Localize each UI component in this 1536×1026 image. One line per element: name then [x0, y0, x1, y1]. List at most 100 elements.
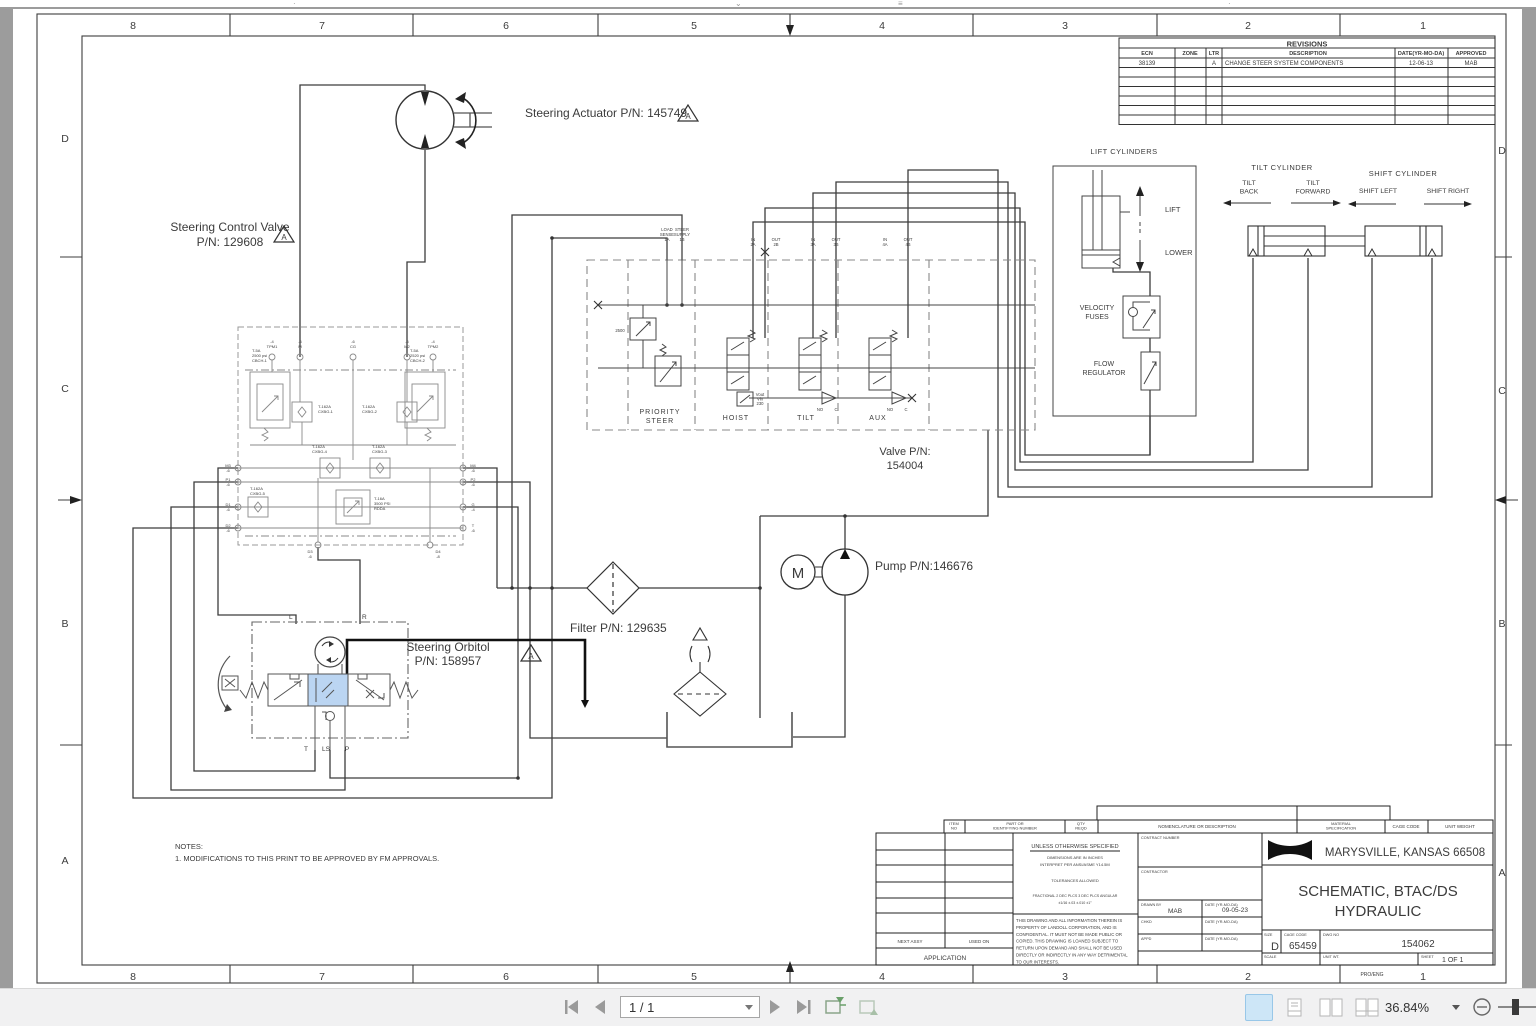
svg-text:T: T	[304, 746, 308, 753]
toolbar-fragment: ·	[1228, 0, 1231, 8]
sheet-value: 1 OF 1	[1442, 957, 1464, 964]
svg-text:C: C	[61, 383, 69, 395]
browser-toolbar-edge: · ⌄ ≡ ·	[0, 0, 1536, 8]
page-dropdown-caret[interactable]	[745, 1005, 753, 1010]
revision-date: 12-06-13	[1409, 61, 1434, 67]
next-view-button[interactable]	[859, 1000, 878, 1015]
revisions-title: REVISIONS	[1287, 40, 1328, 49]
page-number-input[interactable]: 1 / 1	[620, 996, 760, 1018]
steering-orbitol-group: L R	[217, 614, 589, 753]
motor-m: M	[792, 565, 805, 582]
next-page-button[interactable]	[770, 1000, 780, 1014]
zoom-dropdown-caret[interactable]	[1452, 1005, 1460, 1010]
flag-a-control-valve: A	[272, 224, 296, 243]
svg-text:D1-6: D1-6	[225, 502, 231, 512]
pdf-toolbar: 1 / 1 36.84%	[0, 988, 1536, 1026]
zone-labels: 8 7 6 5 4 3 2 1 8 7 6 5 4 3 2 1 D C B A …	[61, 20, 1506, 983]
svg-text:L: L	[289, 614, 293, 621]
dwg-no-value: 154062	[1401, 939, 1435, 950]
col-description: DESCRIPTION	[1289, 51, 1327, 57]
svg-text:D3-6: D3-6	[307, 549, 313, 559]
drawing-sheet	[13, 9, 1522, 988]
svg-text:LIFT: LIFT	[1165, 205, 1181, 214]
svg-text:APPD: APPD	[1141, 937, 1152, 941]
svg-text:A: A	[685, 112, 691, 121]
two-page-view-button[interactable]	[1319, 998, 1343, 1017]
zoom-slider[interactable]	[1498, 999, 1536, 1015]
svg-text:R: R	[362, 614, 367, 621]
svg-text:-6M2: -6M2	[404, 339, 410, 349]
tank-symbol	[666, 712, 793, 748]
svg-text:2: 2	[1245, 20, 1251, 32]
svg-text:UNIT WT.: UNIT WT.	[1323, 955, 1339, 959]
valve-pn-label: Valve P/N:	[879, 446, 930, 458]
svg-text:D4-8: D4-8	[435, 549, 441, 559]
svg-text:DATE (YR-MO-DA): DATE (YR-MO-DA)	[1205, 920, 1238, 924]
svg-text:DIMENSIONS ARE IN INCHES: DIMENSIONS ARE IN INCHES	[1047, 855, 1103, 860]
zoom-level[interactable]: 36.84%	[1385, 1000, 1430, 1015]
svg-text:3: 3	[1062, 20, 1068, 32]
single-page-view-highlight[interactable]	[1245, 994, 1273, 1021]
steering-actuator-symbol	[395, 90, 492, 150]
svg-text:INTERPRET PER ANSI/ASME Y14.5M: INTERPRET PER ANSI/ASME Y14.5M	[1040, 862, 1109, 867]
svg-text:4: 4	[879, 20, 885, 32]
previous-view-button[interactable]	[825, 997, 846, 1014]
svg-text:3: 3	[1062, 971, 1068, 983]
steering-actuator-label: Steering Actuator P/N: 145749	[525, 106, 687, 120]
flag-a-actuator: A	[676, 103, 700, 122]
svg-text:SHIFT CYLINDER: SHIFT CYLINDER	[1369, 169, 1438, 178]
pump-motor-group: M	[780, 548, 869, 596]
zoom-out-button[interactable]	[1473, 998, 1491, 1016]
svg-text:G-4: G-4	[471, 502, 475, 512]
orbitol-label: Steering Orbitol	[406, 640, 489, 654]
svg-text:D: D	[61, 133, 69, 145]
notes-body: 1. MODIFICATIONS TO THIS PRINT TO BE APP…	[175, 854, 439, 863]
svg-text:APPLICATION: APPLICATION	[924, 955, 967, 962]
svg-text:M3-6: M3-6	[225, 463, 231, 473]
svg-text:A: A	[61, 855, 68, 867]
svg-text:6: 6	[503, 971, 509, 983]
revision-ecn-link[interactable]: 38139	[1139, 61, 1156, 67]
svg-text:FRACTIONAL 2 DEC PLCS 3: FRACTIONAL 2 DEC PLCS 3 DEC PLCS ANGULAR	[1033, 894, 1118, 898]
first-page-button[interactable]	[565, 1000, 578, 1014]
svg-text:B: B	[1498, 618, 1505, 630]
svg-text:LS: LS	[322, 746, 331, 753]
last-page-button[interactable]	[797, 1000, 811, 1014]
previous-page-button[interactable]	[595, 1000, 605, 1014]
svg-text:C: C	[834, 407, 837, 412]
cage-value: 65459	[1289, 941, 1317, 952]
svg-text:HOIST: HOIST	[723, 415, 749, 422]
toolbar-fragment: ⌄	[735, 0, 742, 8]
svg-text:TILT CYLINDER: TILT CYLINDER	[1251, 163, 1312, 172]
scrolling-view-button[interactable]	[1287, 998, 1302, 1017]
sheet-frame	[36, 13, 1518, 984]
revisions-table: REVISIONS ECN ZONE LTR DESCRIPTION DATE(…	[1118, 37, 1496, 125]
svg-text:D2-6: D2-6	[225, 523, 231, 533]
svg-text:NOMENCLATURE OR DESCRIPTION: NOMENCLATURE OR DESCRIPTION	[1158, 824, 1235, 829]
svg-text:DATE (YR-MO-DA): DATE (YR-MO-DA)	[1205, 903, 1238, 907]
col-zone: ZONE	[1182, 51, 1198, 57]
svg-text:1: 1	[1420, 971, 1426, 983]
two-page-scrolling-button[interactable]	[1355, 998, 1379, 1017]
hydraulic-lines	[132, 84, 1433, 799]
svg-text:CONTRACTOR: CONTRACTOR	[1141, 870, 1168, 874]
svg-text:AUX: AUX	[869, 415, 886, 422]
col-ecn: ECN	[1141, 51, 1153, 57]
svg-text:NO: NO	[817, 407, 824, 412]
col-ltr: LTR	[1209, 51, 1219, 57]
page-indicator: 1 / 1	[629, 999, 655, 1015]
